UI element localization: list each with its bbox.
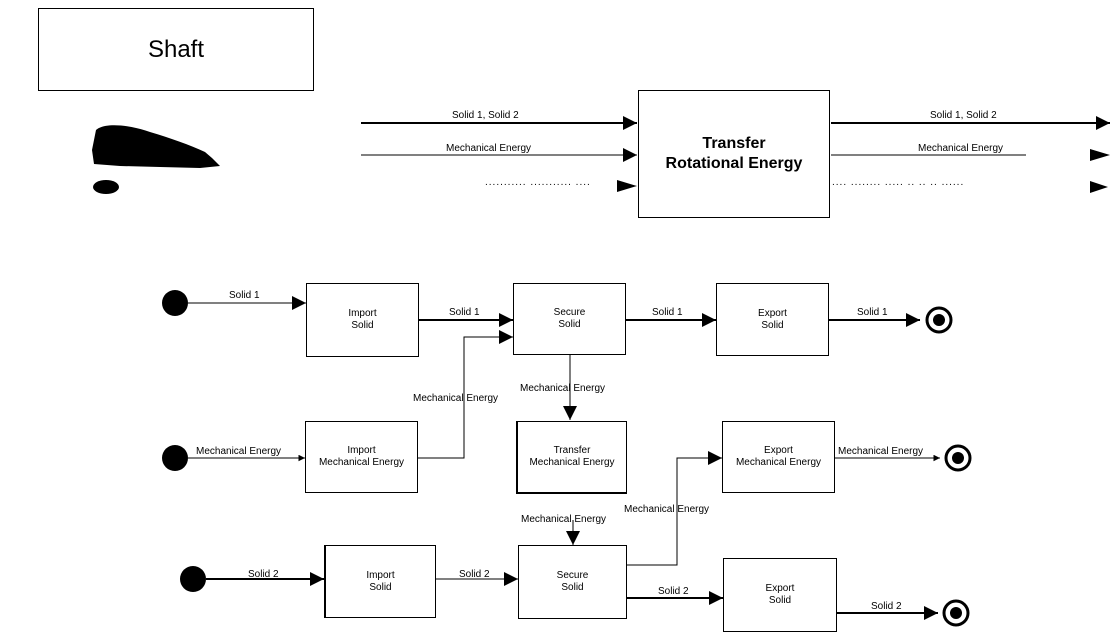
bb-out-solid-label: Solid 1, Solid 2: [930, 110, 997, 121]
function-import-solid-1: Import Solid: [306, 283, 419, 357]
function-verb: Secure: [553, 307, 586, 318]
solid2-sink-core: [950, 607, 962, 619]
black-box-line1: Transfer: [702, 135, 766, 152]
label-mech-out: Mechanical Energy: [838, 446, 924, 457]
label-solid2-secure-export: Solid 2: [658, 586, 689, 597]
flow-mech-secure2-export: [627, 451, 722, 566]
label-solid1-out: Solid 1: [857, 307, 888, 318]
bb-in-solid-label: Solid 1, Solid 2: [452, 110, 519, 121]
function-import-mechanical-energy: Import Mechanical Energy: [305, 421, 418, 493]
function-noun: Solid: [761, 319, 784, 331]
bb-out-mech-label: Mechanical Energy: [918, 143, 1004, 154]
label-mech-to-secure2: Mechanical Energy: [521, 514, 607, 525]
function-export-solid-1: Export Solid: [716, 283, 829, 356]
label-mech-import-secure: Mechanical Energy: [413, 393, 499, 404]
function-noun: Solid: [351, 320, 374, 331]
bb-in-signal-dots: ........... ........... ....: [485, 177, 591, 188]
function-verb: Export: [765, 583, 795, 594]
mech-sink-core: [952, 452, 964, 464]
shaft-sketch-icon: [92, 125, 220, 168]
function-noun: Mechanical Energy: [735, 457, 822, 468]
function-verb: Import: [347, 445, 376, 456]
function-import-solid-2: Import Solid: [324, 545, 436, 618]
shaft-sketch-end-icon: [93, 180, 119, 194]
function-transfer-mechanical-energy: Transfer Mechanical Energy: [516, 421, 627, 494]
solid1-source-node: [162, 290, 188, 316]
bb-in-mech-label: Mechanical Energy: [446, 143, 532, 154]
function-secure-solid-2: Secure Solid: [518, 545, 627, 619]
label-solid1-import-secure: Solid 1: [449, 307, 480, 318]
label-mech-secure2-export: Mechanical Energy: [624, 504, 710, 515]
label-mech-in: Mechanical Energy: [196, 446, 282, 457]
function-verb: Transfer: [553, 445, 591, 456]
function-verb: Export: [758, 307, 787, 319]
bb-out-signal-dots: .... ........ ..... .. .. .. ......: [832, 177, 965, 188]
label-solid2-out: Solid 2: [871, 601, 902, 612]
label-mech-secure-transfer: Mechanical Energy: [520, 383, 606, 394]
bb-out-signal-arrowhead: [1090, 181, 1108, 193]
solid1-sink-core: [933, 314, 945, 326]
label-solid2-in: Solid 2: [248, 569, 279, 580]
function-noun: Mechanical Energy: [529, 457, 615, 468]
function-secure-solid-1: Secure Solid: [513, 283, 626, 355]
bb-out-mech-arrowhead: [1090, 149, 1110, 161]
flow-mech-import-secure: [418, 330, 513, 459]
function-export-solid-2: Export Solid: [723, 558, 837, 632]
mech-source-node: [162, 445, 188, 471]
label-solid1-secure-export: Solid 1: [652, 307, 683, 318]
black-box-line2: Rotational Energy: [665, 155, 803, 172]
label-solid1-in: Solid 1: [229, 290, 260, 301]
function-noun: Mechanical Energy: [318, 457, 405, 468]
function-verb: Export: [764, 445, 793, 456]
function-verb: Secure: [556, 570, 589, 581]
function-export-mechanical-energy: Export Mechanical Energy: [722, 421, 835, 493]
function-noun: Solid: [768, 595, 792, 606]
function-verb: Import: [366, 569, 395, 581]
solid2-source-node: [180, 566, 206, 592]
function-verb: Import: [348, 308, 377, 319]
black-box-function: Transfer Rotational Energy: [638, 90, 830, 218]
title-box: Shaft: [38, 8, 314, 91]
label-solid2-import-secure: Solid 2: [459, 569, 490, 580]
function-noun: Solid: [558, 319, 581, 330]
function-noun: Solid: [561, 582, 584, 593]
title-text: Shaft: [147, 35, 205, 63]
function-noun: Solid: [369, 581, 392, 593]
bb-in-signal-arrowhead: [617, 180, 637, 192]
